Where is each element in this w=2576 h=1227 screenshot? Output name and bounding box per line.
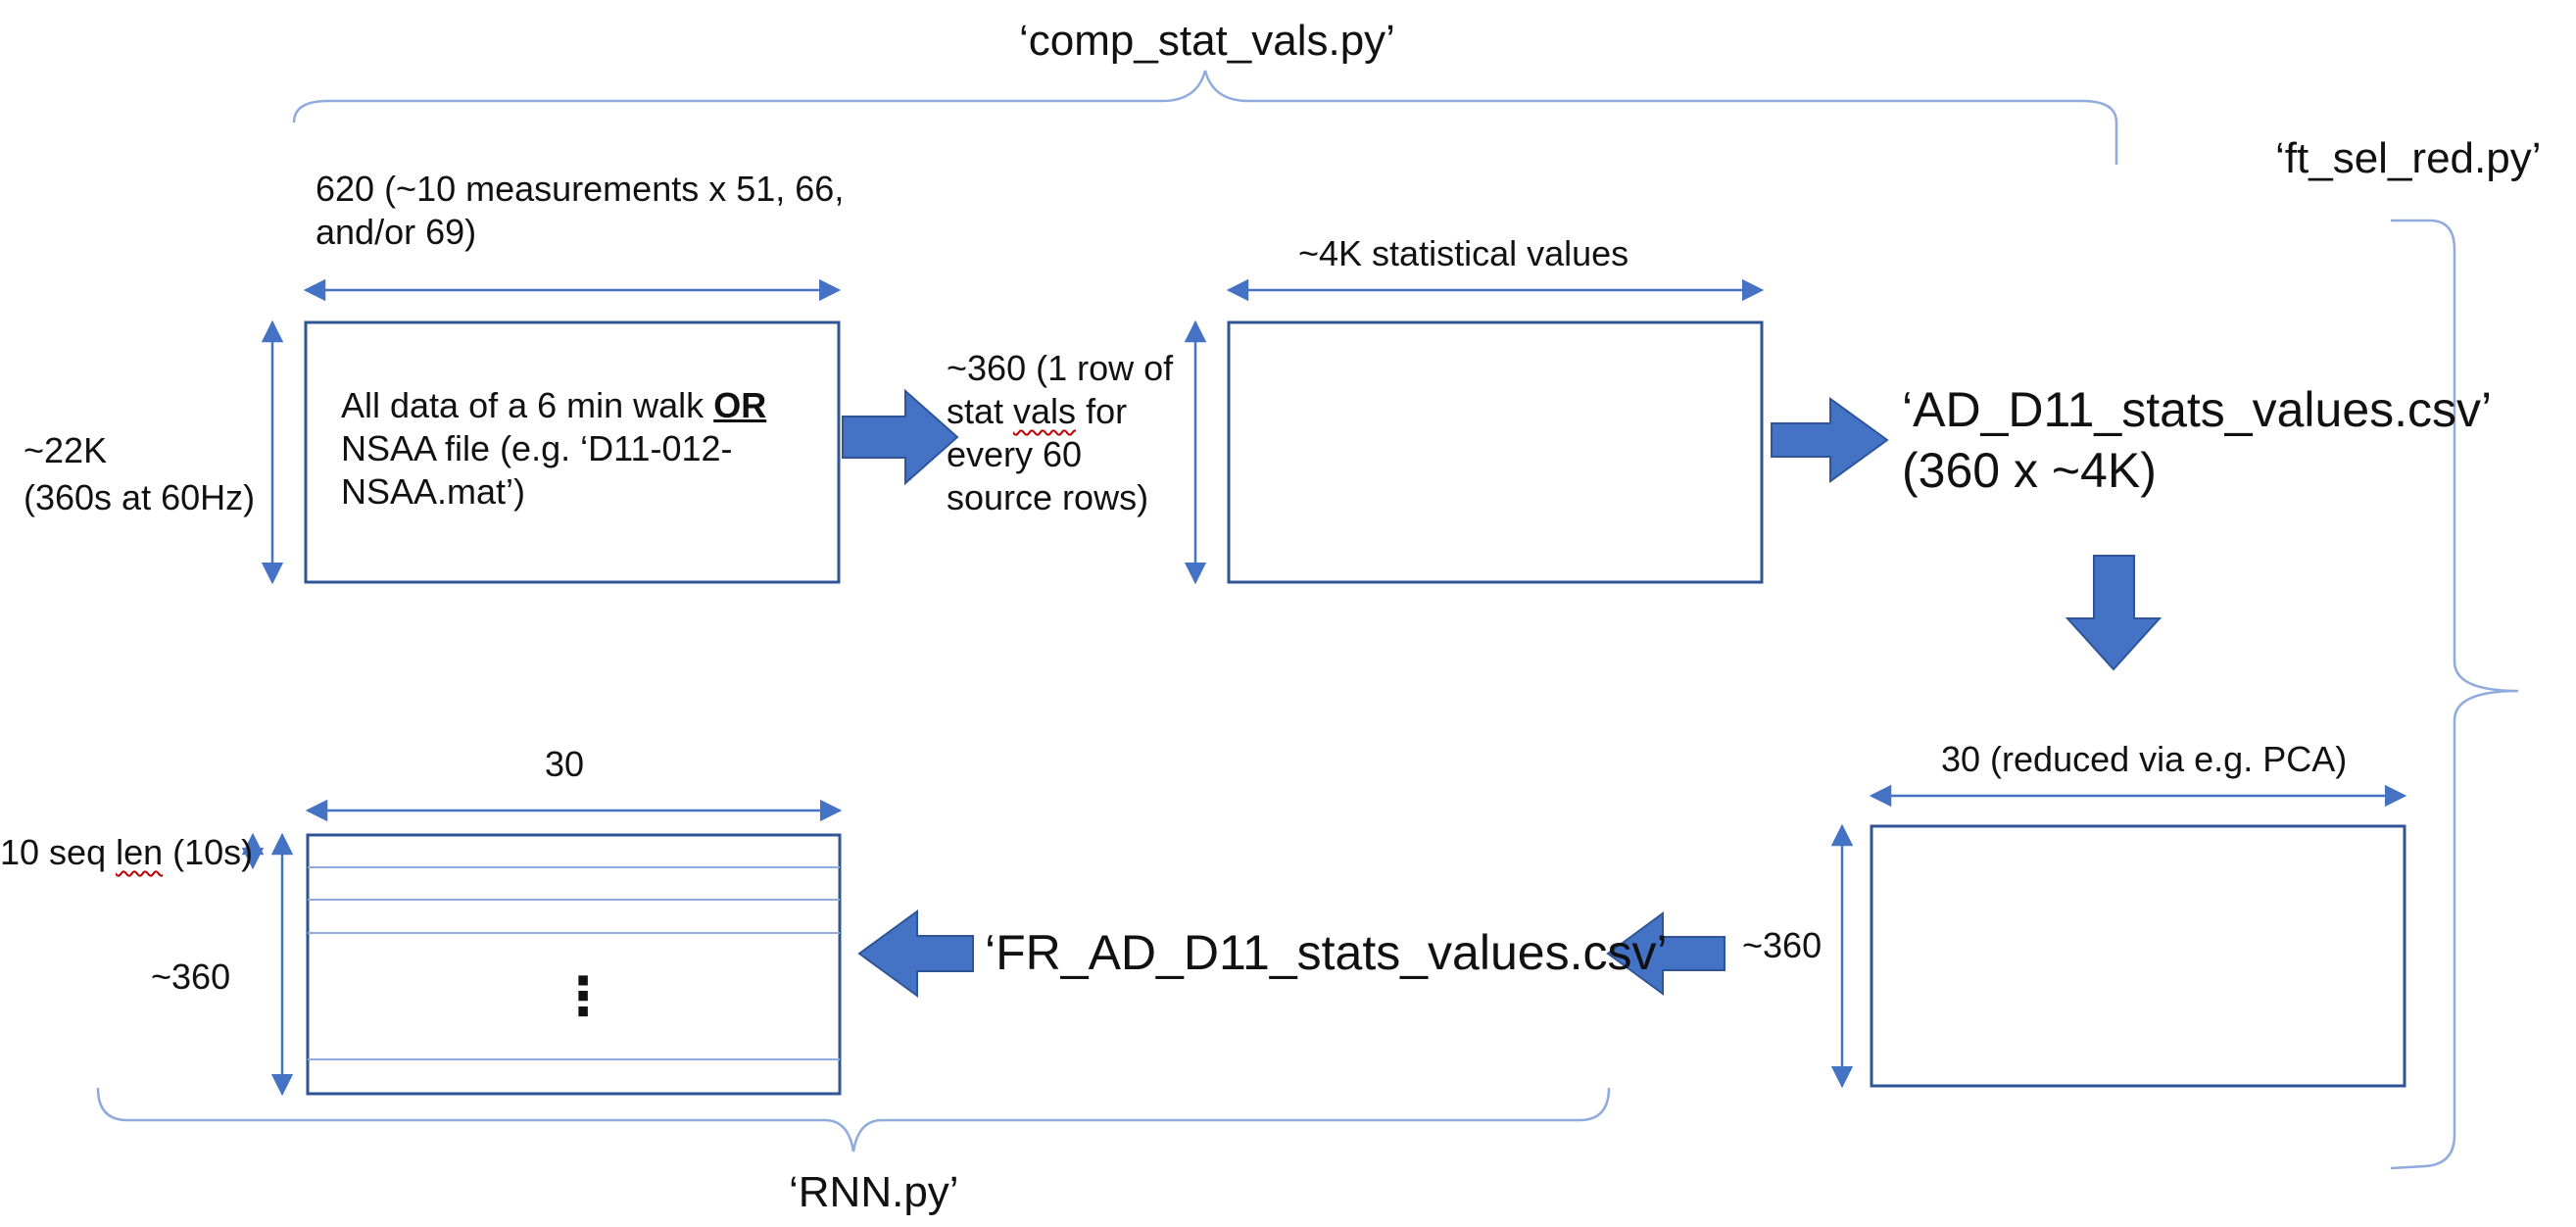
stats-height-label: ~360 (1 row of stat vals for every 60 so… [947, 348, 1174, 517]
source-height-label-line2: (360s at 60Hz) [24, 477, 256, 517]
stats-width-label: ~4K statistical values [1298, 233, 1629, 273]
fr-csv-file-label: ‘FR_AD_D11_stats_values.csv’ [985, 925, 1668, 980]
or-text: OR [713, 385, 767, 425]
source-height-label-line1: ~22K [24, 430, 108, 470]
arrow-csv-to-reduced [2065, 555, 2163, 671]
source-width-label: 620 (~10 measurements x 51, 66, and/or 6… [316, 169, 845, 252]
stats-csv-dimensions-label: (360 x ~4K) [1902, 443, 2157, 498]
rows-ellipsis: ⋮ [557, 967, 609, 1026]
comp-stat-vals-brace [292, 66, 2118, 165]
source-data-box [304, 320, 841, 584]
rnn-brace [96, 1087, 1611, 1153]
arrow-reduced-to-fr-csv [1606, 911, 1725, 996]
comp-stat-vals-label: ‘comp_stat_vals.py’ [1019, 17, 1395, 65]
arrow-stats-to-csv [1771, 397, 1889, 483]
rnn-label: ‘RNN.py’ [789, 1168, 959, 1216]
arrow-fr-csv-to-rnn-input [857, 909, 974, 998]
seq-len-label: 10 seq len (10s) [0, 832, 254, 872]
rnn-width-label: 30 [545, 744, 585, 784]
ft-sel-red-label: ‘ft_sel_red.py’ [2275, 134, 2542, 182]
reduced-values-box [1870, 824, 2406, 1088]
rnn-input-box [306, 833, 842, 1096]
source-box-text: All data of a 6 min walk OR NSAA file (e… [341, 385, 767, 512]
rnn-height-label: ~360 [151, 957, 231, 997]
stats-csv-file-label: ‘AD_D11_stats_values.csv’ [1902, 382, 2493, 437]
ft-sel-red-brace [2390, 219, 2519, 1170]
arrow-source-to-stats [842, 388, 959, 486]
stats-values-box [1227, 320, 1764, 584]
reduced-height-label: ~360 [1742, 925, 1823, 965]
reduced-width-label: 30 (reduced via e.g. PCA) [1941, 739, 2348, 779]
